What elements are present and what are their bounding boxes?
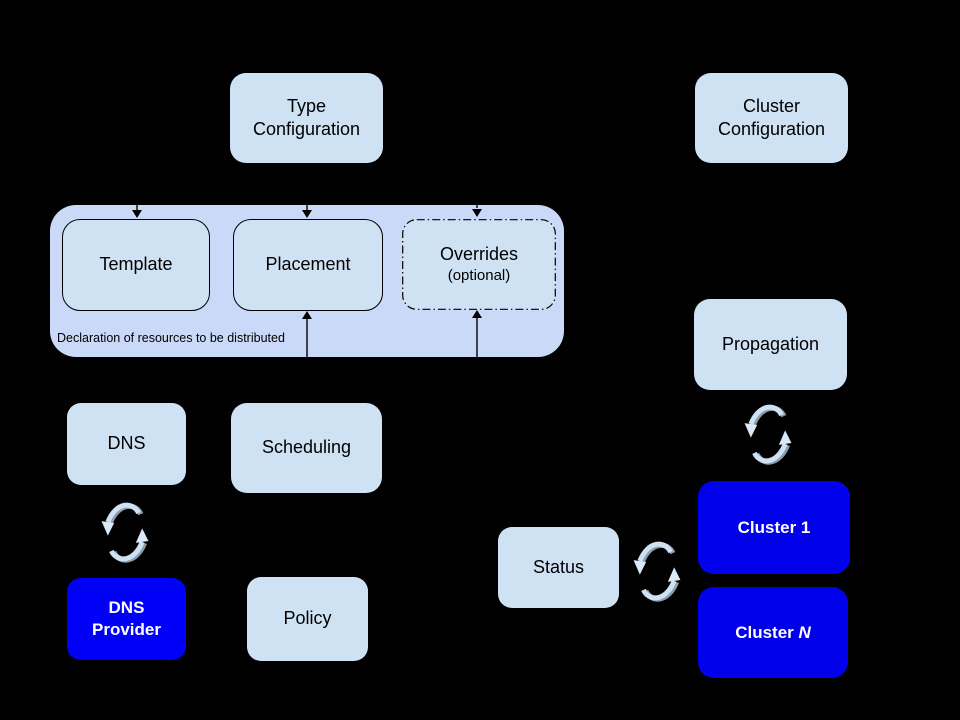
dns-provider-label: DNS Provider <box>92 598 161 639</box>
overrides-sublabel: (optional) <box>447 267 511 285</box>
cluster-n-label: Cluster N <box>735 622 811 642</box>
status-box: Status <box>498 527 619 608</box>
cluster-1-box: Cluster 1 <box>698 481 850 574</box>
placement-box: Placement <box>233 219 383 311</box>
cluster-configuration-label: Cluster Configuration <box>717 95 826 139</box>
cluster-1-label: Cluster 1 <box>737 517 811 537</box>
type-configuration-label: Type Configuration <box>252 95 361 139</box>
dash-dot-border-icon <box>402 219 556 310</box>
container-caption: Declaration of resources to be distribut… <box>57 331 285 345</box>
status-sync-icon <box>633 541 681 602</box>
placement-label: Placement <box>265 254 351 275</box>
cluster-n-box: Cluster N <box>698 587 848 678</box>
policy-label: Policy <box>283 608 332 629</box>
propagation-sync-icon <box>744 404 792 465</box>
template-label: Template <box>99 254 173 275</box>
dns-provider-box: DNS Provider <box>67 578 186 660</box>
cluster-configuration-box: Cluster Configuration <box>695 73 848 163</box>
scheduling-label: Scheduling <box>261 437 352 458</box>
status-label: Status <box>532 556 585 577</box>
scheduling-box: Scheduling <box>231 403 382 493</box>
dns-sync-icon <box>101 502 149 563</box>
propagation-box: Propagation <box>694 299 847 390</box>
overrides-box: Overrides (optional) <box>402 219 556 310</box>
dns-box: DNS <box>67 403 186 485</box>
type-configuration-box: Type Configuration <box>230 73 383 163</box>
policy-box: Policy <box>247 577 368 661</box>
overrides-label: Overrides <box>439 244 519 265</box>
propagation-label: Propagation <box>721 333 820 354</box>
dns-label: DNS <box>107 433 146 454</box>
template-box: Template <box>62 219 210 311</box>
